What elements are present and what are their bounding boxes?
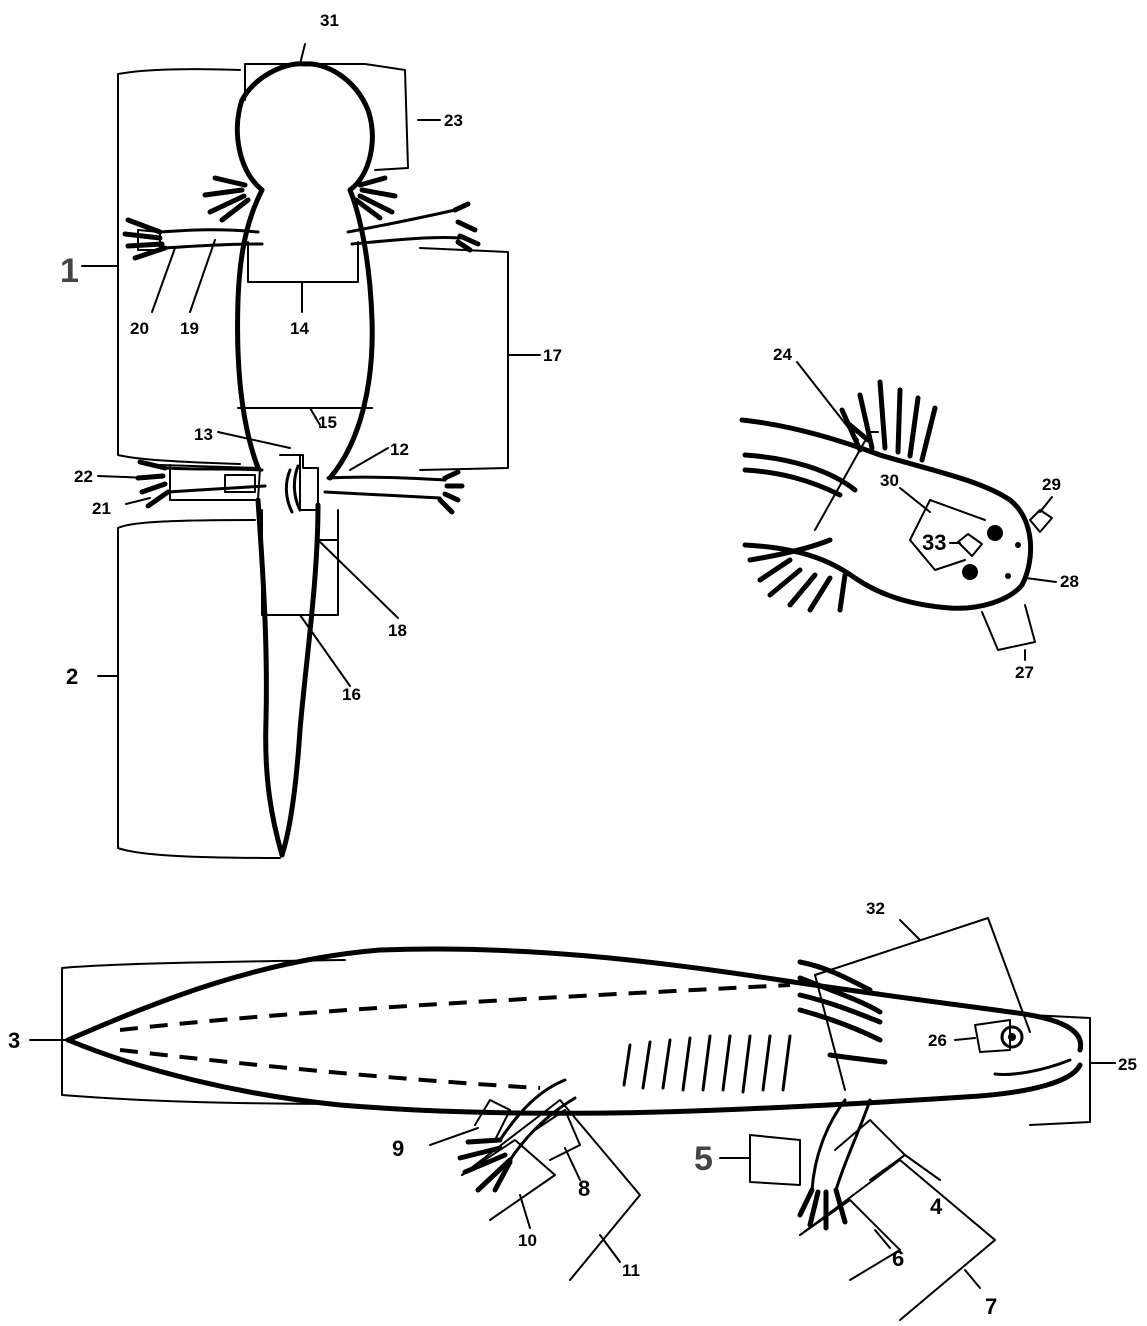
dorsal-right-gills xyxy=(356,178,395,218)
leader-lines-dorsal xyxy=(82,44,540,686)
label-12: 12 xyxy=(390,440,409,459)
dorsal-trunk-right xyxy=(330,190,372,478)
label-3: 3 xyxy=(8,1028,20,1053)
label-32: 32 xyxy=(866,899,885,918)
bracket-27 xyxy=(982,605,1035,650)
label-10: 10 xyxy=(518,1231,537,1250)
closeup-eye-lower xyxy=(962,564,978,580)
head-closeup: 24 30 33 29 28 27 xyxy=(742,345,1079,682)
bracket-14 xyxy=(248,242,358,282)
bracket-2 xyxy=(118,520,280,858)
dorsal-right-hindleg xyxy=(325,477,445,498)
label-6: 6 xyxy=(892,1246,904,1271)
label-20: 20 xyxy=(130,319,149,338)
dorsal-cloaca-marks xyxy=(286,466,300,512)
label-14: 14 xyxy=(290,319,309,338)
label-31: 31 xyxy=(320,11,339,30)
dorsal-left-hindleg xyxy=(165,468,265,492)
label-11: 11 xyxy=(622,1261,640,1280)
leader-lines-closeup xyxy=(797,362,1056,660)
label-29: 29 xyxy=(1042,475,1061,494)
lateral-ventral-fin-line xyxy=(120,1050,540,1088)
label-22: 22 xyxy=(74,467,93,486)
lateral-mouth xyxy=(995,1060,1070,1074)
closeup-nostril-lower xyxy=(1005,573,1011,579)
bracket-8 xyxy=(535,1110,580,1160)
bracket-4 xyxy=(835,1120,905,1180)
bracket-16 xyxy=(262,510,338,615)
bracket-26 xyxy=(975,1020,1010,1052)
bracket-23 xyxy=(245,64,408,170)
label-25: 25 xyxy=(1118,1055,1137,1074)
label-5: 5 xyxy=(694,1140,713,1178)
bracket-1 xyxy=(118,69,240,464)
label-13: 13 xyxy=(194,425,213,444)
dorsal-head-outline xyxy=(237,64,372,190)
bracket-17 xyxy=(420,248,508,470)
lateral-hindleg xyxy=(500,1080,575,1160)
label-33: 33 xyxy=(922,530,946,555)
lateral-view: 3 25 32 26 4 5 6 7 8 9 10 11 xyxy=(8,899,1137,1320)
label-4: 4 xyxy=(930,1194,943,1219)
label-8: 8 xyxy=(578,1176,590,1201)
leader-lines-lateral xyxy=(30,920,1115,1288)
bracket-29 xyxy=(1030,510,1052,532)
bracket-5 xyxy=(750,1135,800,1185)
label-1: 1 xyxy=(60,252,79,290)
label-9: 9 xyxy=(392,1136,404,1161)
label-15: 15 xyxy=(318,413,337,432)
bracket-32 xyxy=(815,918,1030,1090)
label-17: 17 xyxy=(543,346,562,365)
bracket-33 xyxy=(958,534,982,556)
label-16: 16 xyxy=(342,685,361,704)
closeup-nostril-upper xyxy=(1015,542,1021,548)
closeup-foreleg xyxy=(750,540,845,610)
dorsal-right-forefoot xyxy=(455,204,478,250)
label-2: 2 xyxy=(66,664,78,689)
lateral-dorsal-fin-line xyxy=(120,985,790,1030)
label-19: 19 xyxy=(180,319,199,338)
label-23: 23 xyxy=(444,111,463,130)
bracket-7 xyxy=(800,1160,995,1320)
lateral-gills xyxy=(800,962,885,1062)
lateral-costal-grooves xyxy=(624,1036,790,1092)
dorsal-tail-right xyxy=(282,505,318,855)
label-27: 27 xyxy=(1015,663,1034,682)
dorsal-left-gills xyxy=(205,178,248,220)
dorsal-view: 1 2 15 31 23 14 17 20 19 13 12 22 21 18 … xyxy=(60,11,562,858)
label-30: 30 xyxy=(880,471,899,490)
bracket-18 xyxy=(318,510,338,540)
dorsal-right-hindfoot xyxy=(440,472,462,512)
label-7: 7 xyxy=(985,1294,997,1319)
label-18: 18 xyxy=(388,621,407,640)
closeup-eye-upper xyxy=(987,525,1003,541)
label-21: 21 xyxy=(92,499,111,518)
label-28: 28 xyxy=(1060,572,1079,591)
label-24: 24 xyxy=(773,345,792,364)
label-26: 26 xyxy=(928,1031,947,1050)
